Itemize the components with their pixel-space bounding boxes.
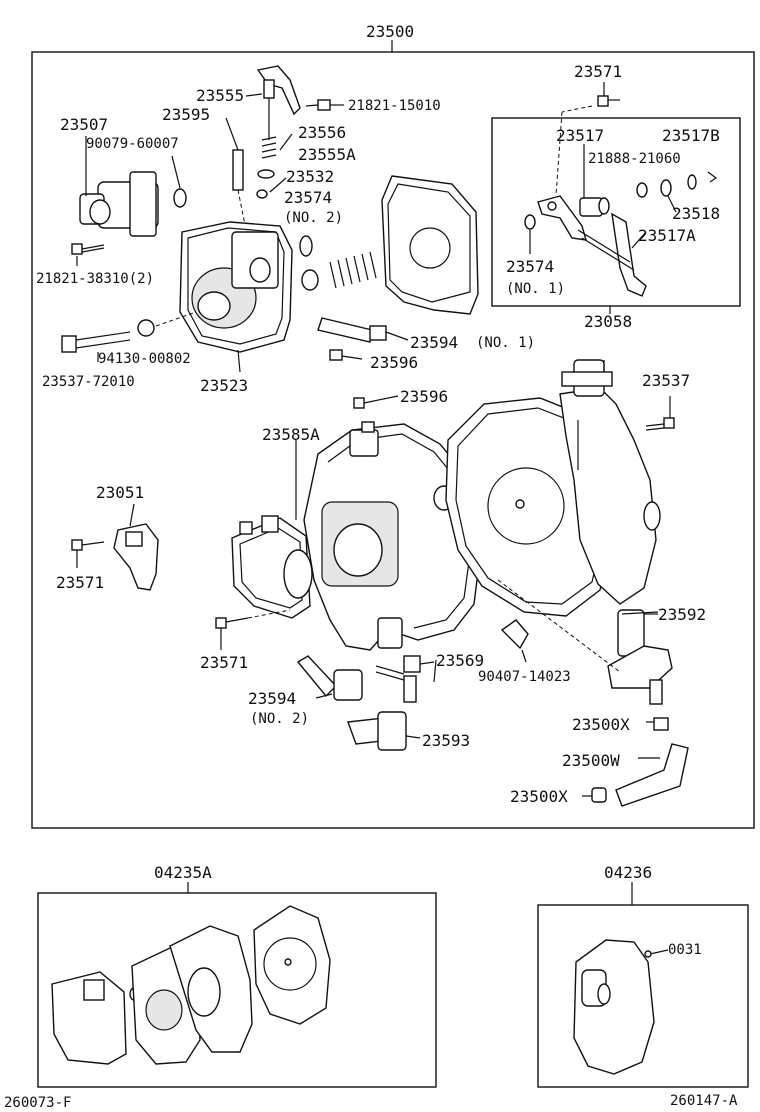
screw-23571-low — [215, 617, 249, 650]
label-23555: 23555 — [196, 86, 244, 105]
label-90079-60007: 90079-60007 — [86, 136, 179, 152]
bolt-21821-38310 — [71, 243, 105, 266]
washer-90079 — [173, 188, 187, 208]
kit-left-frame — [37, 892, 437, 1088]
clip-23517b — [687, 174, 697, 190]
label-23500w: 23500W — [562, 751, 620, 770]
clamp-23500x-a — [646, 717, 669, 731]
label-94130-00802: 94130-00802 — [98, 351, 191, 367]
sub-assembly-frame — [491, 117, 741, 307]
washer-23518 — [660, 179, 672, 197]
label-23574-no1: 23574 — [506, 257, 554, 276]
kit-04236-parts — [573, 939, 669, 1075]
label-23517: 23517 — [556, 126, 604, 145]
pipe-23594-no1 — [317, 317, 409, 343]
valve-23051 — [113, 503, 159, 591]
label-23500x-b: 23500X — [510, 787, 568, 806]
label-23537-72010: 23537-72010 — [42, 374, 135, 390]
label-21821-15010: 21821-15010 — [348, 98, 441, 114]
oring-23574-no2 — [299, 235, 313, 257]
label-23594-no2: 23594 — [248, 689, 296, 708]
label-23574-no2: 23574 — [284, 188, 332, 207]
label-23571-mid: 23571 — [56, 573, 104, 592]
label-23507: 23507 — [60, 115, 108, 134]
label-23555a: 23555A — [298, 145, 356, 164]
screw-23537 — [645, 396, 675, 431]
elbow-23593 — [347, 711, 421, 751]
label-23585a: 23585A — [262, 425, 320, 444]
label-23556: 23556 — [298, 123, 346, 142]
label-23523: 23523 — [200, 376, 248, 395]
cover-plate-top — [381, 175, 479, 315]
outlet-23592 — [607, 609, 673, 705]
needle-23595 — [225, 117, 247, 231]
label-23571-top: 23571 — [574, 62, 622, 81]
lever-23555 — [245, 65, 301, 140]
label-23592: 23592 — [658, 605, 706, 624]
bolt-94130 — [61, 311, 197, 362]
spring-23556 — [261, 133, 293, 159]
label-no1: (NO. 1) — [506, 281, 565, 297]
label-no2-a: (NO. 2) — [284, 210, 343, 226]
solenoid-valve-23507 — [79, 136, 159, 237]
plug-23596 — [301, 269, 319, 291]
kit-right-frame — [537, 904, 749, 1088]
hose-23500w — [615, 743, 689, 807]
pin-23517b — [707, 171, 718, 183]
screw-23571-top — [597, 82, 620, 107]
fitting-90407 — [500, 619, 529, 663]
label-23595: 23595 — [162, 105, 210, 124]
main-assembly-frame — [31, 51, 755, 829]
label-23537: 23537 — [642, 371, 690, 390]
fitting-23569 — [375, 655, 435, 703]
ring-23532 — [256, 189, 268, 199]
label-main-assembly: 23500 — [366, 22, 414, 41]
lever-23517a — [577, 212, 647, 297]
label-23593: 23593 — [422, 731, 470, 750]
label-23596-b: 23596 — [400, 387, 448, 406]
label-21888-21060: 21888-21060 — [588, 151, 681, 167]
label-23569: 23569 — [436, 651, 484, 670]
footer-right-code: 260147-A — [670, 1093, 738, 1109]
diaphragm-23555a — [257, 169, 275, 179]
label-no1-b: (NO. 1) — [476, 335, 535, 351]
kit-04235a-parts — [51, 905, 331, 1065]
label-kit-left: 04235A — [154, 863, 212, 882]
label-23532: 23532 — [286, 167, 334, 186]
washer-21888 — [636, 182, 648, 198]
label-21821-38310: 21821-38310(2) — [36, 271, 154, 287]
label-kit-part-0031: 0031 — [668, 942, 702, 958]
oring-23574-no1 — [524, 214, 536, 230]
plug-23596-small — [329, 349, 363, 361]
plug-23596-mid — [353, 395, 399, 409]
label-23051: 23051 — [96, 483, 144, 502]
screw-23571-mid — [71, 539, 105, 568]
label-23517b: 23517B — [662, 126, 720, 145]
label-23594-no1: 23594 — [410, 333, 458, 352]
label-23517a: 23517A — [638, 226, 696, 245]
label-23596-a: 23596 — [370, 353, 418, 372]
label-kit-right: 04236 — [604, 863, 652, 882]
rear-housing — [559, 359, 661, 605]
pipe-23594-no2 — [296, 655, 363, 701]
screw-21821-15010 — [305, 99, 344, 111]
label-23500x-a: 23500X — [572, 715, 630, 734]
label-no2-b: (NO. 2) — [250, 711, 309, 727]
clamp-23500x-b — [582, 787, 607, 803]
footer-left-code: 260073-F — [4, 1095, 71, 1111]
label-90407-14023: 90407-14023 — [478, 669, 571, 685]
cover-23585a — [231, 440, 313, 619]
label-23571-low: 23571 — [200, 653, 248, 672]
housing-main — [303, 421, 483, 651]
label-23518: 23518 — [672, 204, 720, 223]
label-sub-assembly: 23058 — [584, 312, 632, 331]
lever-23517 — [537, 144, 610, 241]
body-23523 — [179, 221, 293, 373]
